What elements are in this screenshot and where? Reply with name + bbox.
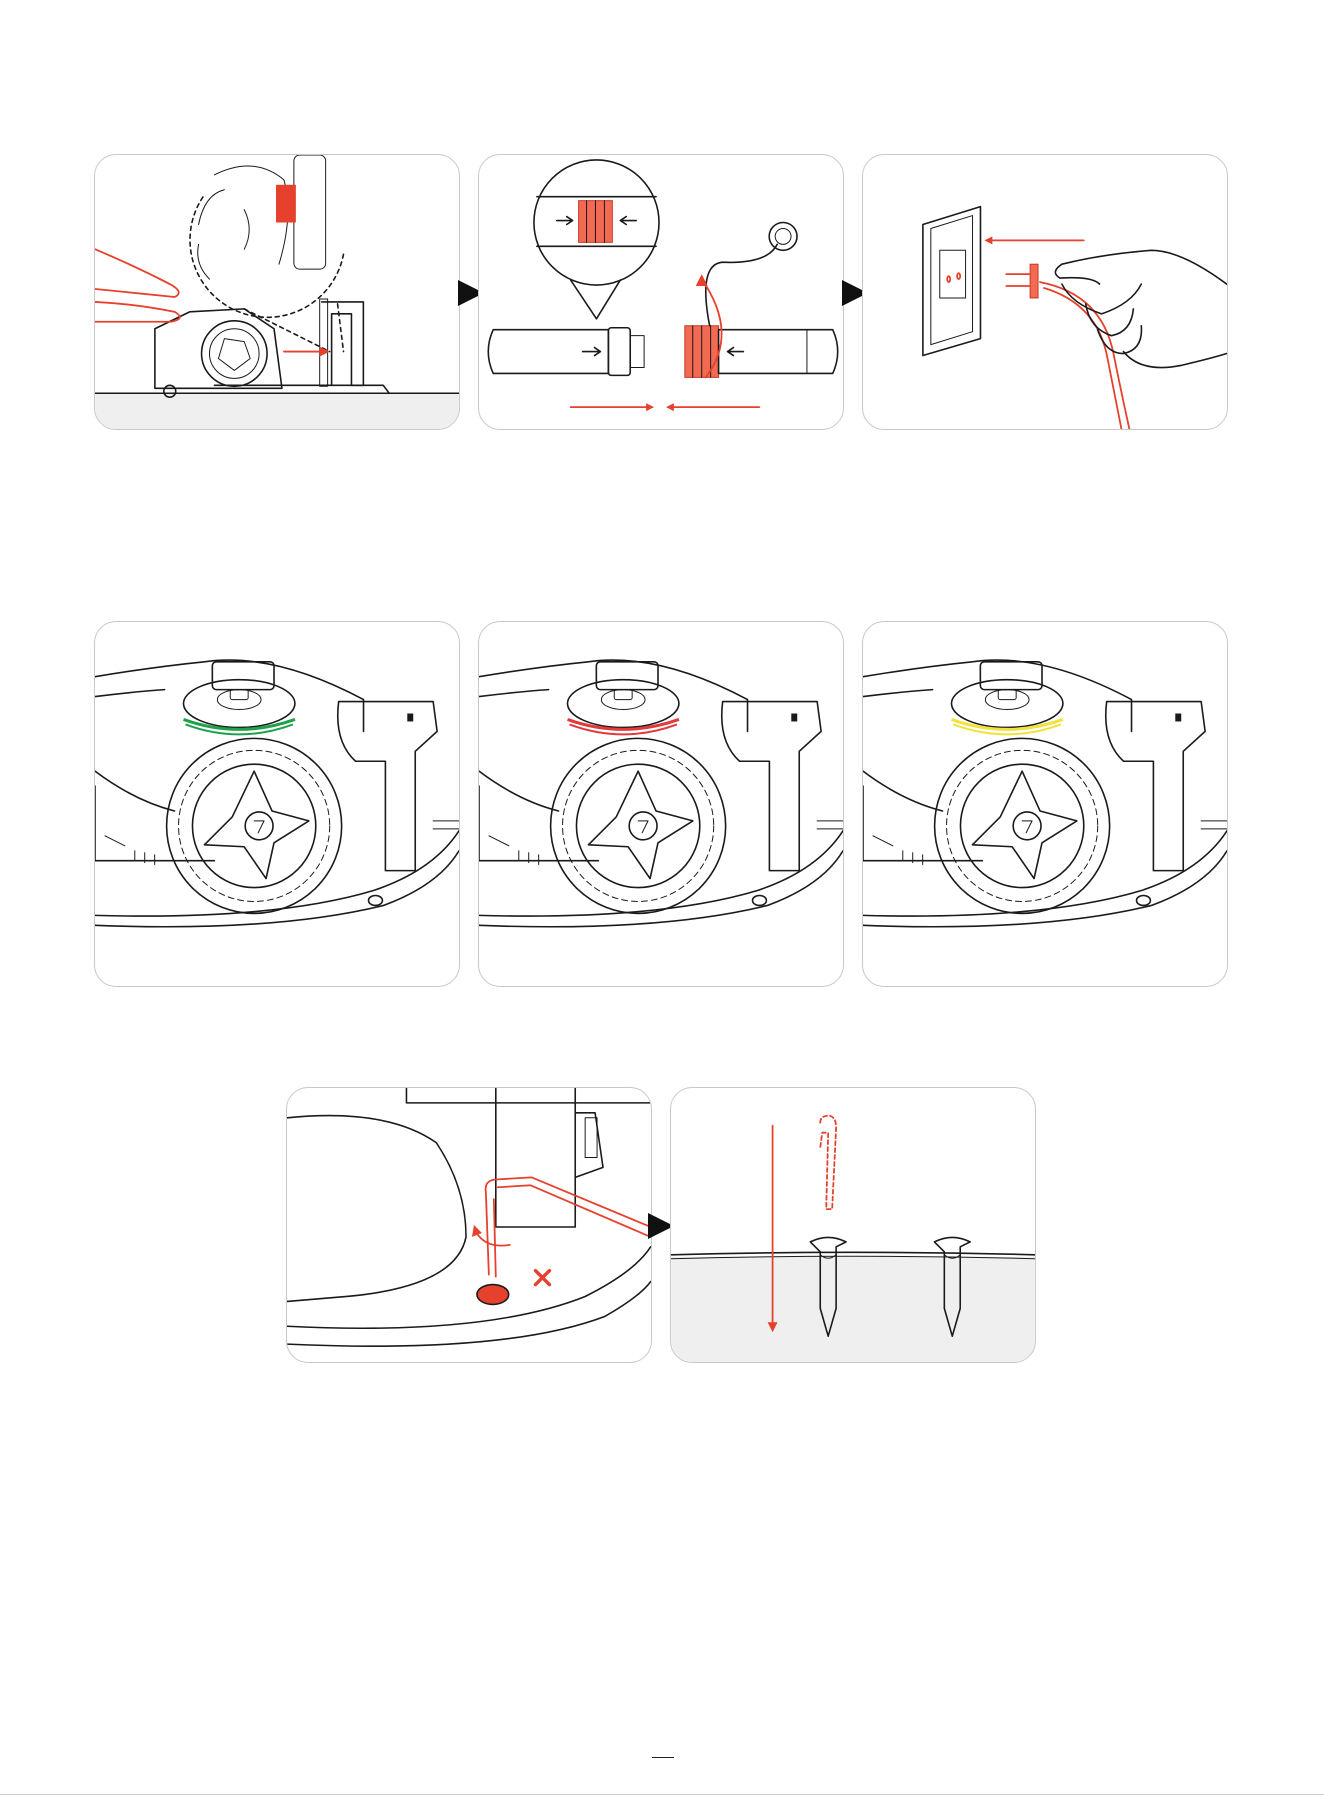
figure-connect-cable bbox=[478, 154, 844, 430]
cross-icon bbox=[536, 1271, 550, 1285]
wheel-icon bbox=[935, 738, 1110, 913]
indicator-red-illustration bbox=[479, 622, 843, 986]
indicator-green-illustration bbox=[95, 622, 459, 986]
dock-mower-illustration bbox=[95, 155, 459, 429]
wheel-icon bbox=[167, 738, 342, 913]
connect-cable-illustration bbox=[479, 155, 843, 429]
wheel-icon bbox=[551, 738, 726, 913]
figure-peg-wire bbox=[670, 1087, 1036, 1363]
socket-icon bbox=[923, 207, 981, 356]
figure-hex-key-screw bbox=[286, 1087, 652, 1363]
figure-plug-into-socket bbox=[862, 154, 1228, 430]
plug-icon bbox=[1006, 264, 1038, 298]
figure-indicator-green bbox=[94, 621, 460, 987]
indicator-yellow-illustration bbox=[863, 622, 1227, 986]
footer-rule bbox=[652, 1757, 674, 1758]
plug-into-socket-illustration bbox=[863, 155, 1227, 429]
bottom-rule bbox=[0, 1794, 1324, 1795]
figure-indicator-red bbox=[478, 621, 844, 987]
hex-key-screw-illustration bbox=[287, 1088, 651, 1362]
figure-indicator-yellow bbox=[862, 621, 1228, 987]
figure-dock-mower bbox=[94, 154, 460, 430]
peg-wire-illustration bbox=[671, 1088, 1035, 1362]
